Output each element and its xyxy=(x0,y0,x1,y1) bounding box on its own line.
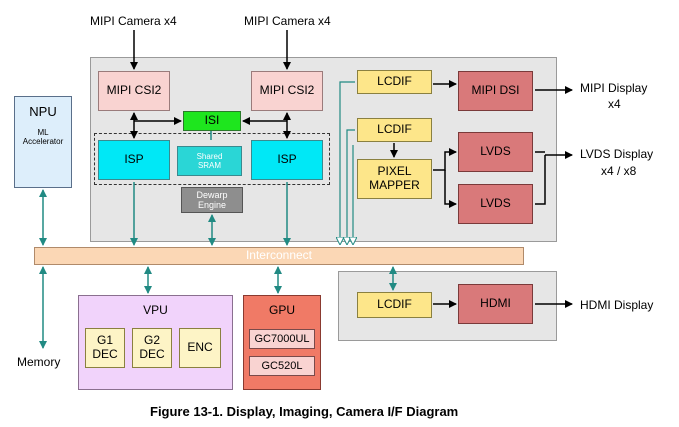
lvds-bottom-output xyxy=(535,155,546,205)
npu-title: NPU xyxy=(29,104,57,119)
pixel-mapper-block: PIXEL MAPPER xyxy=(357,159,432,199)
pixel-mapper-to-lvds-bottom xyxy=(444,170,457,208)
gpu-title: GPU xyxy=(268,303,295,317)
gpu-core-gc520l: GC520L xyxy=(249,356,315,376)
isp-left: ISP xyxy=(98,140,170,180)
isp-right: ISP xyxy=(251,140,323,180)
mipi-csi2-right: MIPI CSI2 xyxy=(251,71,323,111)
mipi-display-label-line2: x4 xyxy=(608,97,621,111)
interconnect-bus: Interconnect xyxy=(34,247,524,265)
camera-input-left-label: MIPI Camera x4 xyxy=(90,14,177,28)
lvds-top-block: LVDS xyxy=(458,132,533,172)
lcdif-top: LCDIF xyxy=(357,70,432,94)
figure-caption: Figure 13-1. Display, Imaging, Camera I/… xyxy=(150,404,459,419)
pixel-mapper-line2: MAPPER xyxy=(369,178,420,192)
isp-group-dashed-frame xyxy=(94,133,330,185)
lvds-display-label-line2: x4 / x8 xyxy=(601,164,637,178)
vpu-g1-line1: G1 xyxy=(96,333,113,348)
vpu-g2-decoder: G2 DEC xyxy=(132,328,172,368)
vpu-g1-decoder: G1 DEC xyxy=(85,328,125,368)
npu-subtitle-line1: ML xyxy=(37,127,49,137)
dewarp-engine-block: Dewarp Engine xyxy=(181,187,243,213)
lcdif-middle: LCDIF xyxy=(357,118,432,142)
lvds-bottom-block: LVDS xyxy=(458,184,533,224)
shared-sram-line1: Shared xyxy=(196,151,223,161)
memory-label: Memory xyxy=(17,355,61,369)
mipi-display-label-line1: MIPI Display xyxy=(580,81,648,95)
shared-sram-line2: SRAM xyxy=(197,161,222,170)
dewarp-line1: Dewarp xyxy=(196,189,228,200)
dewarp-line2: Engine xyxy=(197,200,227,210)
lcdif-middle-to-bus xyxy=(347,129,355,244)
vpu-g2-line1: G2 xyxy=(143,333,160,348)
isi-block: ISI xyxy=(183,111,241,131)
vpu-g1-line2: DEC xyxy=(92,347,118,361)
npu-subtitle-line2: Accelerator xyxy=(22,137,64,147)
lcdif-bottom: LCDIF xyxy=(357,292,432,318)
shared-sram-block: Shared SRAM xyxy=(177,146,242,176)
lcdif-top-to-bus xyxy=(340,81,355,244)
hdmi-display-label: HDMI Display xyxy=(580,298,654,312)
pixel-mapper-to-lvds-top xyxy=(433,148,457,171)
vpu-encoder: ENC xyxy=(179,328,221,368)
hdmi-block: HDMI xyxy=(458,284,533,324)
vpu-title: VPU xyxy=(143,303,168,317)
gpu-core-gc7000ul: GC7000UL xyxy=(249,329,315,349)
lvds-display-label-line1: LVDS Display xyxy=(580,147,654,161)
npu-block: NPU ML Accelerator xyxy=(14,96,72,188)
vpu-g2-line2: DEC xyxy=(139,347,165,361)
pixel-mapper-line1: PIXEL xyxy=(377,164,412,179)
mipi-dsi-block: MIPI DSI xyxy=(458,71,533,111)
mipi-csi2-left: MIPI CSI2 xyxy=(98,71,170,111)
camera-input-right-label: MIPI Camera x4 xyxy=(244,14,331,28)
